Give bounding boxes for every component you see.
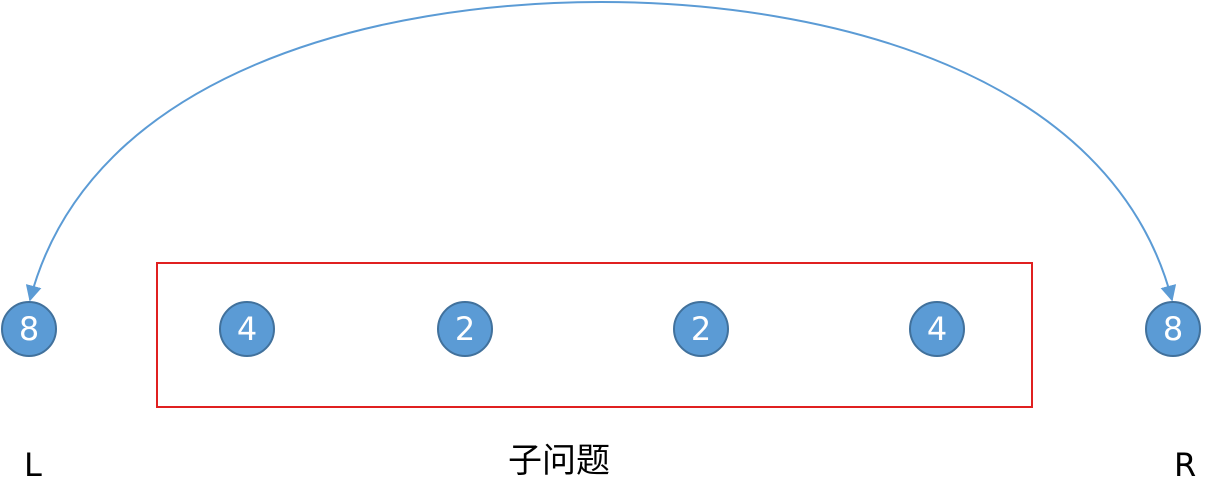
node-inner-4: 4 bbox=[909, 301, 965, 357]
node-right-end: 8 bbox=[1145, 301, 1201, 357]
node-inner-1: 4 bbox=[219, 301, 275, 357]
subproblem-box bbox=[156, 262, 1033, 408]
node-inner-3: 2 bbox=[673, 301, 729, 357]
right-pointer-label: R bbox=[1174, 446, 1197, 484]
double-arrow-arc bbox=[25, 0, 1177, 302]
left-pointer-label: L bbox=[24, 446, 42, 484]
node-inner-2: 2 bbox=[437, 301, 493, 357]
node-left-end: 8 bbox=[1, 301, 57, 357]
subproblem-label: 子问题 bbox=[508, 441, 610, 481]
